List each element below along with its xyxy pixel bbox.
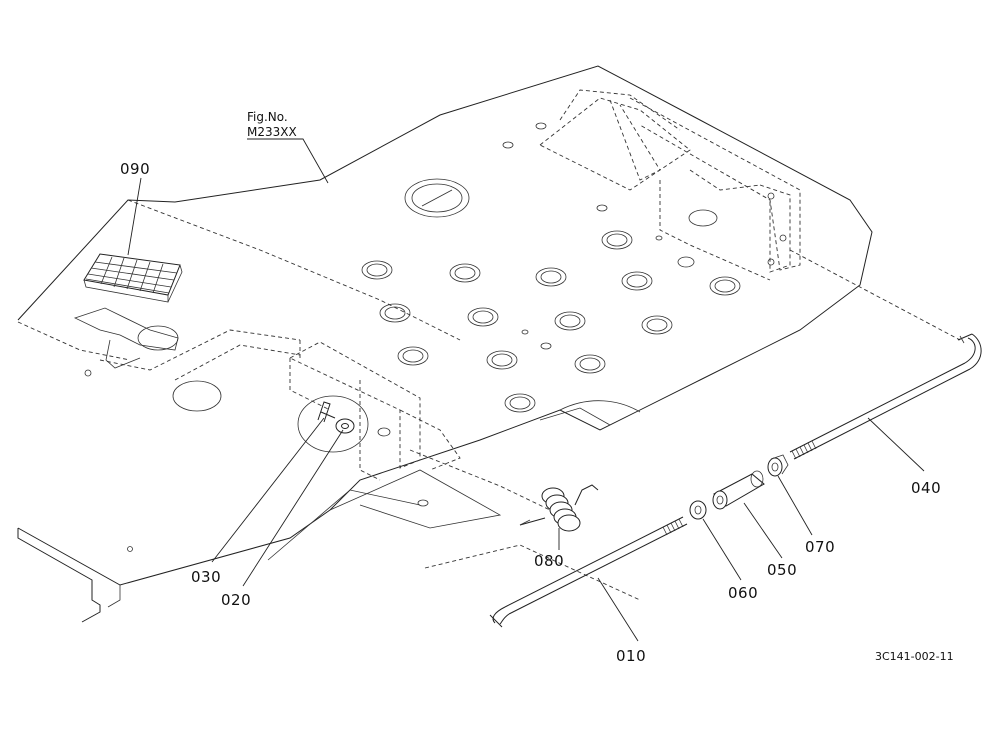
pedal-pad-090[interactable] (83, 253, 183, 303)
leader-020 (242, 429, 344, 587)
label-040[interactable]: 040 (911, 479, 941, 497)
rod-link-line-upper (789, 249, 961, 341)
rear-bracket (539, 89, 801, 281)
sleeve-050[interactable] (712, 470, 765, 510)
label-020[interactable]: 020 (221, 591, 251, 609)
small-holes (127, 122, 695, 552)
label-010[interactable]: 010 (616, 647, 646, 665)
label-090[interactable]: 090 (120, 160, 150, 178)
floor-holes (127, 122, 741, 552)
fig-no-label: Fig.No. (247, 110, 288, 124)
drawing-code: 3C141-002-11 (875, 650, 954, 663)
fig-no-value[interactable]: M233XX (247, 125, 297, 139)
labels: Fig.No. M233XX 090 030 020 080 010 060 0… (120, 110, 954, 665)
floor-plate (17, 65, 873, 623)
leader-050 (743, 502, 783, 559)
split-pin-030[interactable] (317, 401, 336, 423)
leader-060 (702, 518, 742, 581)
nut-070[interactable] (767, 454, 789, 477)
spring-080[interactable] (519, 484, 599, 532)
leader-fig (247, 138, 329, 184)
pedal-arm (17, 199, 461, 412)
nut-060[interactable] (689, 500, 707, 520)
leader-030 (211, 417, 325, 563)
front-bracket (289, 340, 461, 481)
grommet-row (361, 230, 741, 413)
leader-lines (127, 138, 925, 642)
label-070[interactable]: 070 (805, 538, 835, 556)
rod-link-line (409, 449, 551, 511)
large-grommet (404, 178, 470, 218)
rod-010[interactable] (489, 516, 688, 628)
leader-040 (867, 417, 925, 472)
label-050[interactable]: 050 (767, 561, 797, 579)
rod-040[interactable] (789, 333, 982, 460)
leader-070 (777, 475, 813, 536)
label-030[interactable]: 030 (191, 568, 221, 586)
leader-090 (127, 177, 142, 256)
leader-010 (597, 577, 639, 642)
label-060[interactable]: 060 (728, 584, 758, 602)
pin-and-washer (297, 395, 369, 453)
washer-020[interactable] (335, 418, 355, 434)
label-080[interactable]: 080 (534, 552, 564, 570)
